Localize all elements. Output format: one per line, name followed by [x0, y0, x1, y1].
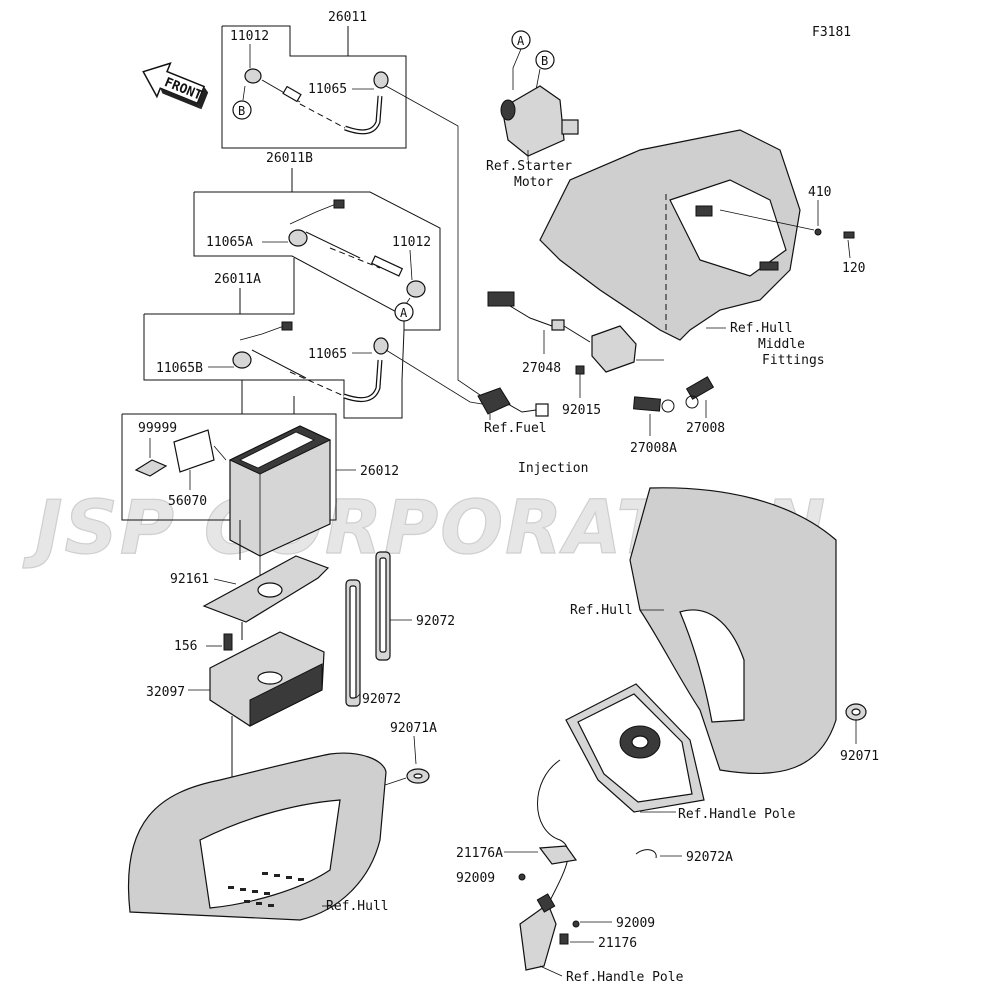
label-92015: 92015 [562, 403, 601, 418]
cable-26011B-group: 26011B 11065A 11012 A [193, 151, 441, 331]
battery-tray-group: 92161 156 32097 [146, 520, 330, 820]
ref-hull-right: Ref.Hull [570, 603, 633, 618]
ref-starter-line2: Motor [514, 175, 553, 190]
handle-pole-group: Ref.Handle Pole 21176A 92009 92072A 9200… [456, 683, 796, 985]
label-32097: 32097 [146, 685, 185, 700]
label-26011: 26011 [328, 10, 367, 25]
label-11065B: 11065B [156, 361, 203, 376]
hull-bottom-left: 92071A Ref.Hull [127, 721, 437, 921]
handle-pole-lower [519, 903, 557, 971]
label-99999: 99999 [138, 421, 177, 436]
label-11065-mid: 11065 [308, 347, 347, 362]
callout-b-circle [232, 100, 252, 120]
ref-hull-middle-line2: Middle [758, 337, 805, 352]
label-92009-a: 92009 [456, 871, 495, 886]
strap-group: 92072 92072 [345, 551, 455, 707]
label-26012: 26012 [360, 464, 399, 479]
label-92071A: 92071A [390, 721, 437, 736]
label-11065A: 11065A [206, 235, 253, 250]
relay-box-27048 [591, 325, 637, 373]
hull-right: Ref.Hull 92071 [570, 487, 879, 775]
label-92072-b: 92072 [362, 692, 401, 707]
clamp-21176A [538, 845, 578, 865]
label-92072A: 92072A [686, 850, 733, 865]
label-92072-a: 92072 [416, 614, 455, 629]
label-11012-top: 11012 [230, 29, 269, 44]
ref-fuel-line2: Injection [518, 461, 588, 476]
label-11065-top: 11065 [308, 82, 347, 97]
connector-27048 [487, 291, 515, 307]
label-21176: 21176 [598, 936, 637, 951]
terminal-cap-11065B [232, 351, 252, 369]
ref-hull-middle-line1: Ref.Hull [730, 321, 793, 336]
touch-up-paint [134, 459, 168, 477]
label-27008A: 27008A [630, 441, 677, 456]
fuel-injection-ref: Ref.Fuel Injection [477, 387, 588, 476]
label-27048: 27048 [522, 361, 561, 376]
label-92009-b: 92009 [616, 916, 655, 931]
terminal-cap-11065 [373, 71, 389, 89]
label-26011B: 26011B [266, 151, 313, 166]
label-410: 410 [808, 185, 831, 200]
key-27008A [632, 396, 662, 412]
relay-27048-group: 27048 92015 [487, 291, 664, 418]
label-26011A: 26011A [214, 272, 261, 287]
front-arrow: FRONT [142, 62, 209, 110]
callout-a-letter-mid: A [400, 306, 408, 320]
callout-a-letter-top: A [517, 34, 525, 48]
callout-b-letter: B [238, 104, 245, 118]
terminal-cap-11065A [288, 229, 308, 247]
terminal-cap-11012 [244, 68, 262, 84]
label-120: 120 [842, 261, 865, 276]
label-11012-mid: 11012 [392, 235, 431, 250]
label-56070: 56070 [168, 494, 207, 509]
hull-right-shape [629, 487, 837, 775]
ref-hull-middle-line3: Fittings [762, 353, 825, 368]
cable-26011A-group: 26011A 11065B 11065 [143, 258, 483, 419]
cable-26011-group: 26011 11012 B 11065 [221, 10, 481, 396]
clip-92015 [575, 365, 585, 375]
starter-motor: A B Ref.Starter Motor [486, 30, 579, 190]
terminal-cap-11065-mid [373, 337, 389, 355]
ref-handle-pole-2: Ref.Handle Pole [566, 970, 684, 985]
label-92161: 92161 [170, 572, 209, 587]
ref-starter-line1: Ref.Starter [486, 159, 572, 174]
ref-handle-pole-1: Ref.Handle Pole [678, 807, 796, 822]
hull-middle-fittings: 410 120 Ref.Hull Middle Fittings [539, 129, 865, 368]
key-group: 27008A 27008 [630, 376, 725, 456]
ref-fuel-line1: Ref.Fuel [484, 421, 547, 436]
label-156: 156 [174, 639, 197, 654]
label-92071: 92071 [840, 749, 879, 764]
figure-code: F3181 [812, 25, 851, 40]
label-27008: 27008 [686, 421, 725, 436]
clip-92072A [635, 849, 657, 859]
terminal-cap-11012-mid [406, 280, 426, 298]
label-sheet-56070 [173, 429, 215, 473]
key-27008 [685, 376, 715, 400]
callout-b-letter-top: B [541, 54, 548, 68]
clamp-21176 [559, 933, 569, 945]
fuel-injection-module [477, 387, 511, 415]
screw-92009-b [572, 920, 580, 928]
label-21176A: 21176A [456, 846, 503, 861]
battery-group: 99999 56070 26012 [121, 380, 399, 557]
callout-b-circle-top [535, 50, 555, 70]
callout-a-circle-mid [394, 302, 414, 322]
screw-92009-a [518, 873, 526, 881]
ref-hull-bottom: Ref.Hull [326, 899, 389, 914]
